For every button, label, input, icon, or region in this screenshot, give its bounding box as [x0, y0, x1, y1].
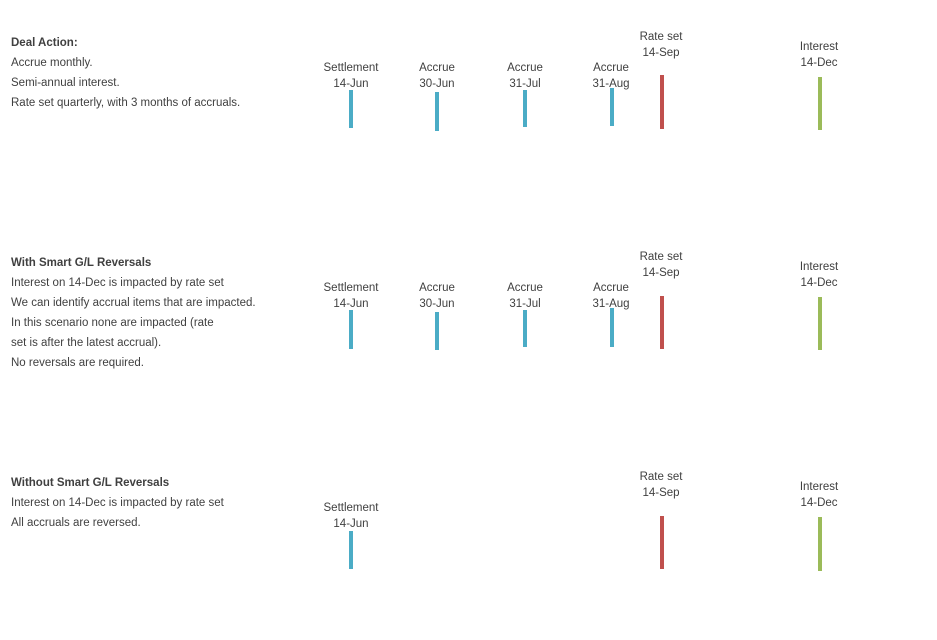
section-without-reversals: Without Smart G/L Reversals Interest on …	[0, 440, 937, 640]
event-accrue-jul: Accrue 31-Jul	[485, 60, 565, 92]
description-line: We can identify accrual items that are i…	[11, 297, 256, 309]
event-date: 14-Jun	[333, 78, 369, 90]
description-line: Interest on 14-Dec is impacted by rate s…	[11, 277, 224, 289]
event-accrue-aug: Accrue 31-Aug	[571, 280, 651, 312]
event-accrue-jun: Accrue 30-Jun	[397, 280, 477, 312]
event-date: 31-Aug	[592, 298, 630, 310]
event-label: Rate set	[639, 471, 683, 483]
event-date: 31-Aug	[592, 78, 630, 90]
section-deal-action: Deal Action: Accrue monthly. Semi-annual…	[0, 0, 937, 200]
event-accrue-aug: Accrue 31-Aug	[571, 60, 651, 92]
event-date: 31-Jul	[509, 298, 541, 310]
event-label: Settlement	[323, 62, 379, 74]
rate-set-marker	[660, 296, 664, 349]
description-line: Accrue monthly.	[11, 57, 93, 69]
accrue-jul-marker	[523, 310, 527, 347]
event-label: Settlement	[323, 282, 379, 294]
description-line: All accruals are reversed.	[11, 517, 141, 529]
event-date: 14-Dec	[800, 57, 838, 69]
event-accrue-jun: Accrue 30-Jun	[397, 60, 477, 92]
event-label: Interest	[799, 261, 839, 273]
with-reversals-description: With Smart G/L Reversals Interest on 14-…	[11, 253, 256, 373]
event-accrue-jul: Accrue 31-Jul	[485, 280, 565, 312]
accrue-jul-marker	[523, 90, 527, 127]
accrue-jun-marker	[435, 92, 439, 131]
event-date: 14-Dec	[800, 497, 838, 509]
settlement-marker	[349, 90, 353, 128]
rate-set-marker	[660, 75, 664, 129]
accrue-aug-marker	[610, 88, 614, 126]
event-label: Accrue	[507, 62, 543, 74]
settlement-marker	[349, 310, 353, 349]
accrue-jun-marker	[435, 312, 439, 350]
description-line: Rate set quarterly, with 3 months of acc…	[11, 97, 241, 109]
event-settlement: Settlement 14-Jun	[311, 60, 391, 92]
description-line: No reversals are required.	[11, 357, 144, 369]
event-label: Accrue	[507, 282, 543, 294]
interest-marker	[818, 77, 822, 130]
event-label: Settlement	[323, 502, 379, 514]
event-rate-set: Rate set 14-Sep	[621, 249, 701, 281]
event-date: 14-Sep	[642, 47, 680, 59]
event-interest: Interest 14-Dec	[779, 259, 859, 291]
section-title: Without Smart G/L Reversals	[11, 477, 170, 489]
description-line: Semi-annual interest.	[11, 77, 120, 89]
rate-set-marker	[660, 516, 664, 569]
accrue-aug-marker	[610, 308, 614, 347]
event-label: Interest	[799, 41, 839, 53]
event-interest: Interest 14-Dec	[779, 479, 859, 511]
event-date: 30-Jun	[419, 298, 455, 310]
interest-marker	[818, 517, 822, 571]
event-rate-set: Rate set 14-Sep	[621, 29, 701, 61]
event-date: 14-Jun	[333, 518, 369, 530]
section-with-reversals: With Smart G/L Reversals Interest on 14-…	[0, 220, 937, 420]
event-date: 14-Dec	[800, 277, 838, 289]
interest-marker	[818, 297, 822, 350]
event-date: 14-Jun	[333, 298, 369, 310]
event-rate-set: Rate set 14-Sep	[621, 469, 701, 501]
section-title: Deal Action:	[11, 37, 78, 49]
event-settlement: Settlement 14-Jun	[311, 280, 391, 312]
event-label: Rate set	[639, 31, 683, 43]
event-label: Accrue	[593, 282, 629, 294]
event-label: Accrue	[593, 62, 629, 74]
event-date: 14-Sep	[642, 267, 680, 279]
without-reversals-description: Without Smart G/L Reversals Interest on …	[11, 473, 224, 533]
section-title: With Smart G/L Reversals	[11, 257, 152, 269]
event-label: Rate set	[639, 251, 683, 263]
event-date: 14-Sep	[642, 487, 680, 499]
event-label: Accrue	[419, 62, 455, 74]
event-label: Accrue	[419, 282, 455, 294]
settlement-marker	[349, 531, 353, 569]
event-interest: Interest 14-Dec	[779, 39, 859, 71]
event-settlement: Settlement 14-Jun	[311, 500, 391, 532]
event-date: 30-Jun	[419, 78, 455, 90]
description-line: set is after the latest accrual).	[11, 337, 162, 349]
description-line: Interest on 14-Dec is impacted by rate s…	[11, 497, 224, 509]
event-label: Interest	[799, 481, 839, 493]
description-line: In this scenario none are impacted (rate	[11, 317, 214, 329]
event-date: 31-Jul	[509, 78, 541, 90]
deal-action-description: Deal Action: Accrue monthly. Semi-annual…	[11, 33, 240, 113]
